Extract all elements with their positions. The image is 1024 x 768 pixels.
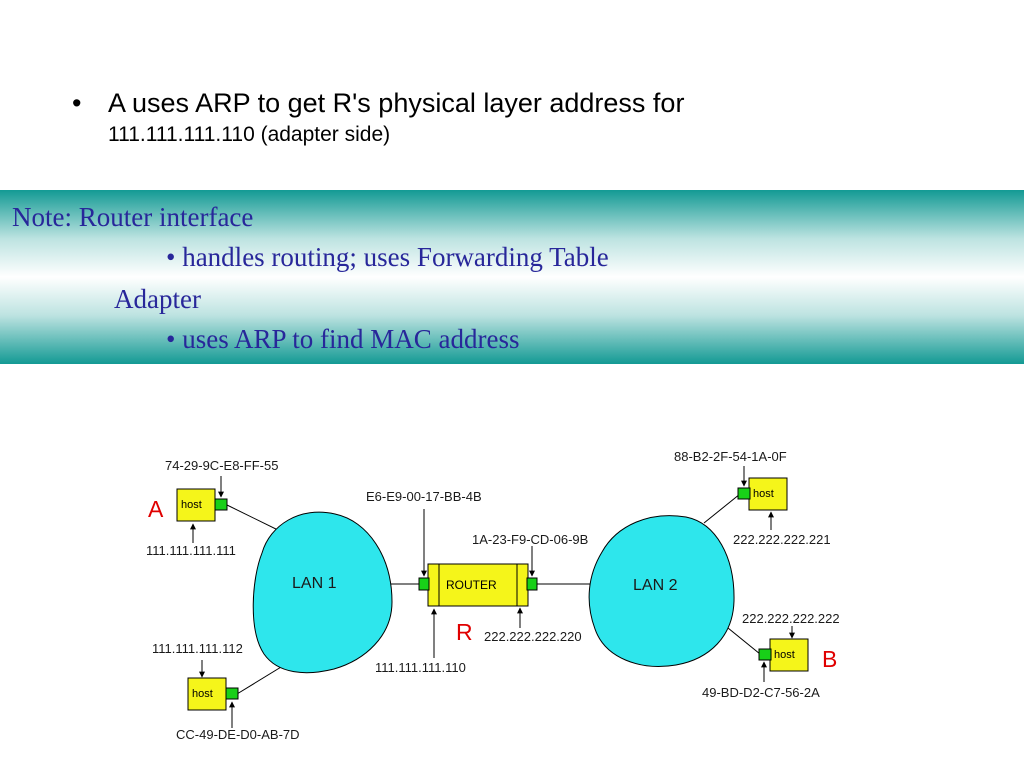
- link-host-a-lan1: [226, 504, 283, 533]
- lan1-label: LAN 1: [292, 575, 337, 592]
- router-label: ROUTER: [446, 578, 497, 592]
- host-d: host: [737, 477, 788, 511]
- router-left-adapter: [418, 577, 430, 591]
- label-r: R: [456, 619, 473, 645]
- router-right-adapter: [526, 577, 538, 591]
- note-band: Note: Router interface • handles routing…: [0, 190, 1024, 364]
- host-d-ip: 222.222.222.221: [733, 532, 831, 547]
- label-a: A: [148, 496, 164, 522]
- link-host-b-lan2: [727, 627, 761, 655]
- bullet-text: A uses ARP to get R's physical layer add…: [108, 88, 685, 118]
- router: ROUTER: [418, 563, 538, 607]
- bullet-symbol: •: [72, 88, 82, 118]
- lan2-cloud: [588, 515, 735, 667]
- host-a-ip: 111.111.111.111: [146, 543, 236, 558]
- link-host-c-lan1: [236, 663, 287, 695]
- link-host-d-lan2: [703, 493, 741, 524]
- host-a-mac: 74-29-9C-E8-FF-55: [165, 458, 278, 473]
- note-line-3: Adapter: [114, 284, 201, 314]
- host-b-ip: 222.222.222.222: [742, 611, 840, 626]
- host-c-adapter: [225, 687, 239, 700]
- router-box: [427, 563, 529, 607]
- host-b-label: host: [774, 649, 795, 661]
- router-right-ip: 222.222.222.220: [484, 629, 582, 644]
- address-arrows: [190, 466, 795, 728]
- note-line-2: • handles routing; uses Forwarding Table: [166, 242, 609, 272]
- link-lines: [226, 493, 761, 695]
- note-line-1: Note: Router interface: [12, 202, 254, 232]
- router-left-ip: 111.111.111.110: [375, 660, 466, 675]
- host-c: host: [187, 677, 239, 711]
- host-a-adapter: [214, 498, 228, 511]
- bullet-block: • A uses ARP to get R's physical layer ad…: [72, 88, 684, 147]
- lan1-cloud: [252, 511, 393, 674]
- host-d-label: host: [753, 488, 774, 500]
- host-b: host: [758, 638, 809, 672]
- host-a: host: [176, 488, 228, 522]
- router-left-mac: E6-E9-00-17-BB-4B: [366, 489, 482, 504]
- label-b: B: [822, 646, 837, 672]
- note-line-4: • uses ARP to find MAC address: [166, 324, 520, 354]
- host-b-mac: 49-BD-D2-C7-56-2A: [702, 685, 820, 700]
- host-c-label: host: [192, 688, 213, 700]
- bullet-line-1: • A uses ARP to get R's physical layer ad…: [72, 88, 684, 119]
- host-c-mac: CC-49-DE-D0-AB-7D: [176, 727, 300, 742]
- host-d-mac: 88-B2-2F-54-1A-0F: [674, 449, 787, 464]
- router-right-mac: 1A-23-F9-CD-06-9B: [472, 532, 588, 547]
- bullet-line-2: 111.111.111.110 (adapter side): [108, 123, 391, 146]
- host-d-adapter: [737, 487, 751, 500]
- host-c-ip: 111.111.111.112: [152, 641, 243, 656]
- host-b-adapter: [758, 648, 772, 661]
- host-a-label: host: [181, 499, 202, 511]
- lan2-label: LAN 2: [633, 577, 678, 594]
